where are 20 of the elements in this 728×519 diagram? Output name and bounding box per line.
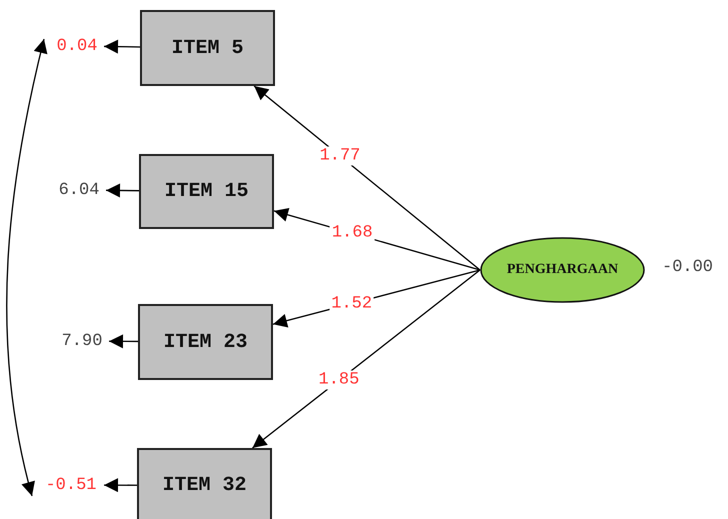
- error-variance-value: 7.90: [55, 330, 109, 352]
- arrow: [109, 334, 138, 348]
- arrow: [254, 86, 480, 270]
- edge-label: 1.68: [330, 224, 375, 243]
- observed-variable-box: ITEM 32: [137, 448, 272, 519]
- arrow: [106, 183, 139, 198]
- arrow: [104, 478, 137, 492]
- observed-variable-box: ITEM 23: [138, 304, 273, 380]
- arrow: [252, 269, 480, 449]
- error-variance-value: 6.04: [52, 179, 106, 201]
- error-variance-value: -0.51: [38, 474, 104, 496]
- observed-variable-box: ITEM 15: [139, 154, 274, 229]
- error-variance-value: 0.04: [50, 35, 104, 57]
- edge-label: 1.52: [329, 294, 374, 314]
- observed-variable-box: ITEM 5: [140, 10, 275, 86]
- arrow: [104, 40, 140, 54]
- variable-name: PENGHARGAAN: [506, 262, 618, 278]
- edge-label: 1.85: [316, 370, 362, 390]
- variance-value: -0.00: [662, 258, 714, 277]
- covariance-arrow: [6, 38, 48, 496]
